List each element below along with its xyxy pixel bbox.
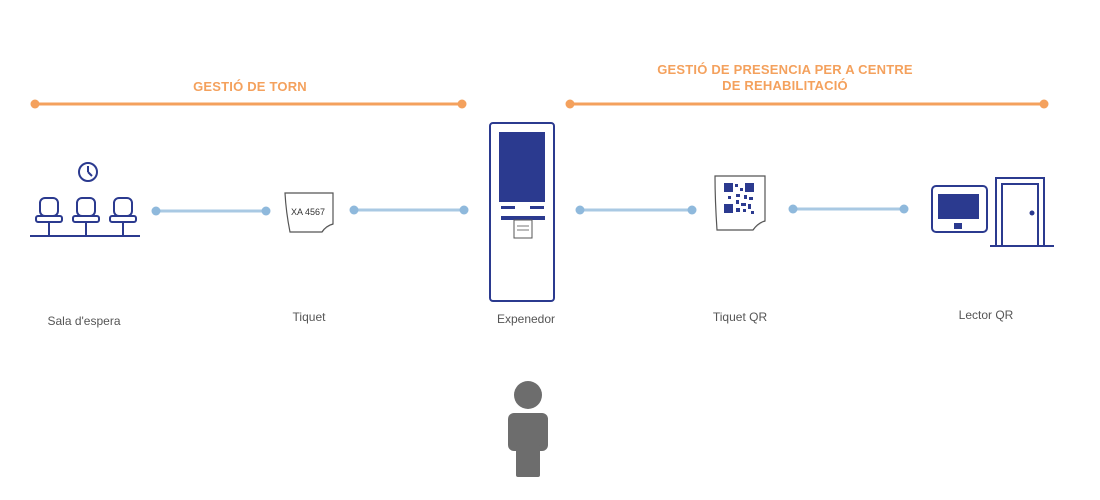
person-icon — [508, 381, 548, 477]
qr-code-icon — [724, 183, 754, 214]
qr-ticket-icon — [714, 175, 766, 231]
connector-tiquet-expenedor — [349, 205, 469, 215]
kiosk-ticket-slot — [513, 219, 533, 239]
connector-expenedor-tiquetqr — [575, 205, 697, 215]
heading-gestio-presencia: GESTIÓ DE PRESENCIA PER A CENTRE DE REHA… — [600, 62, 970, 94]
door-icon — [990, 177, 1054, 247]
qr-reader-icon — [931, 185, 988, 233]
kiosk-icon — [489, 122, 555, 302]
heading-gestio-presencia-line1: GESTIÓ DE PRESENCIA PER A CENTRE — [657, 62, 913, 77]
ticket-number: XA 4567 — [291, 207, 325, 217]
heading-gestio-torn: GESTIÓ DE TORN — [193, 79, 307, 94]
kiosk-screen — [499, 132, 545, 202]
connector-tiquetqr-lector — [788, 204, 909, 214]
waiting-room-icon — [30, 162, 140, 237]
label-tiquet: Tiquet — [292, 310, 326, 324]
label-lector-qr: Lector QR — [958, 308, 1014, 322]
clock-icon — [78, 162, 98, 182]
section-bar-torn — [30, 99, 467, 109]
ticket-icon: XA 4567 — [284, 192, 334, 233]
connector-sala-tiquet — [151, 206, 271, 216]
label-expenedor: Expenedor — [496, 312, 556, 326]
section-bar-presencia — [565, 99, 1049, 109]
heading-gestio-presencia-line2: DE REHABILITACIÓ — [722, 78, 848, 93]
label-sala-espera: Sala d'espera — [47, 314, 121, 328]
label-tiquet-qr: Tiquet QR — [712, 310, 768, 324]
